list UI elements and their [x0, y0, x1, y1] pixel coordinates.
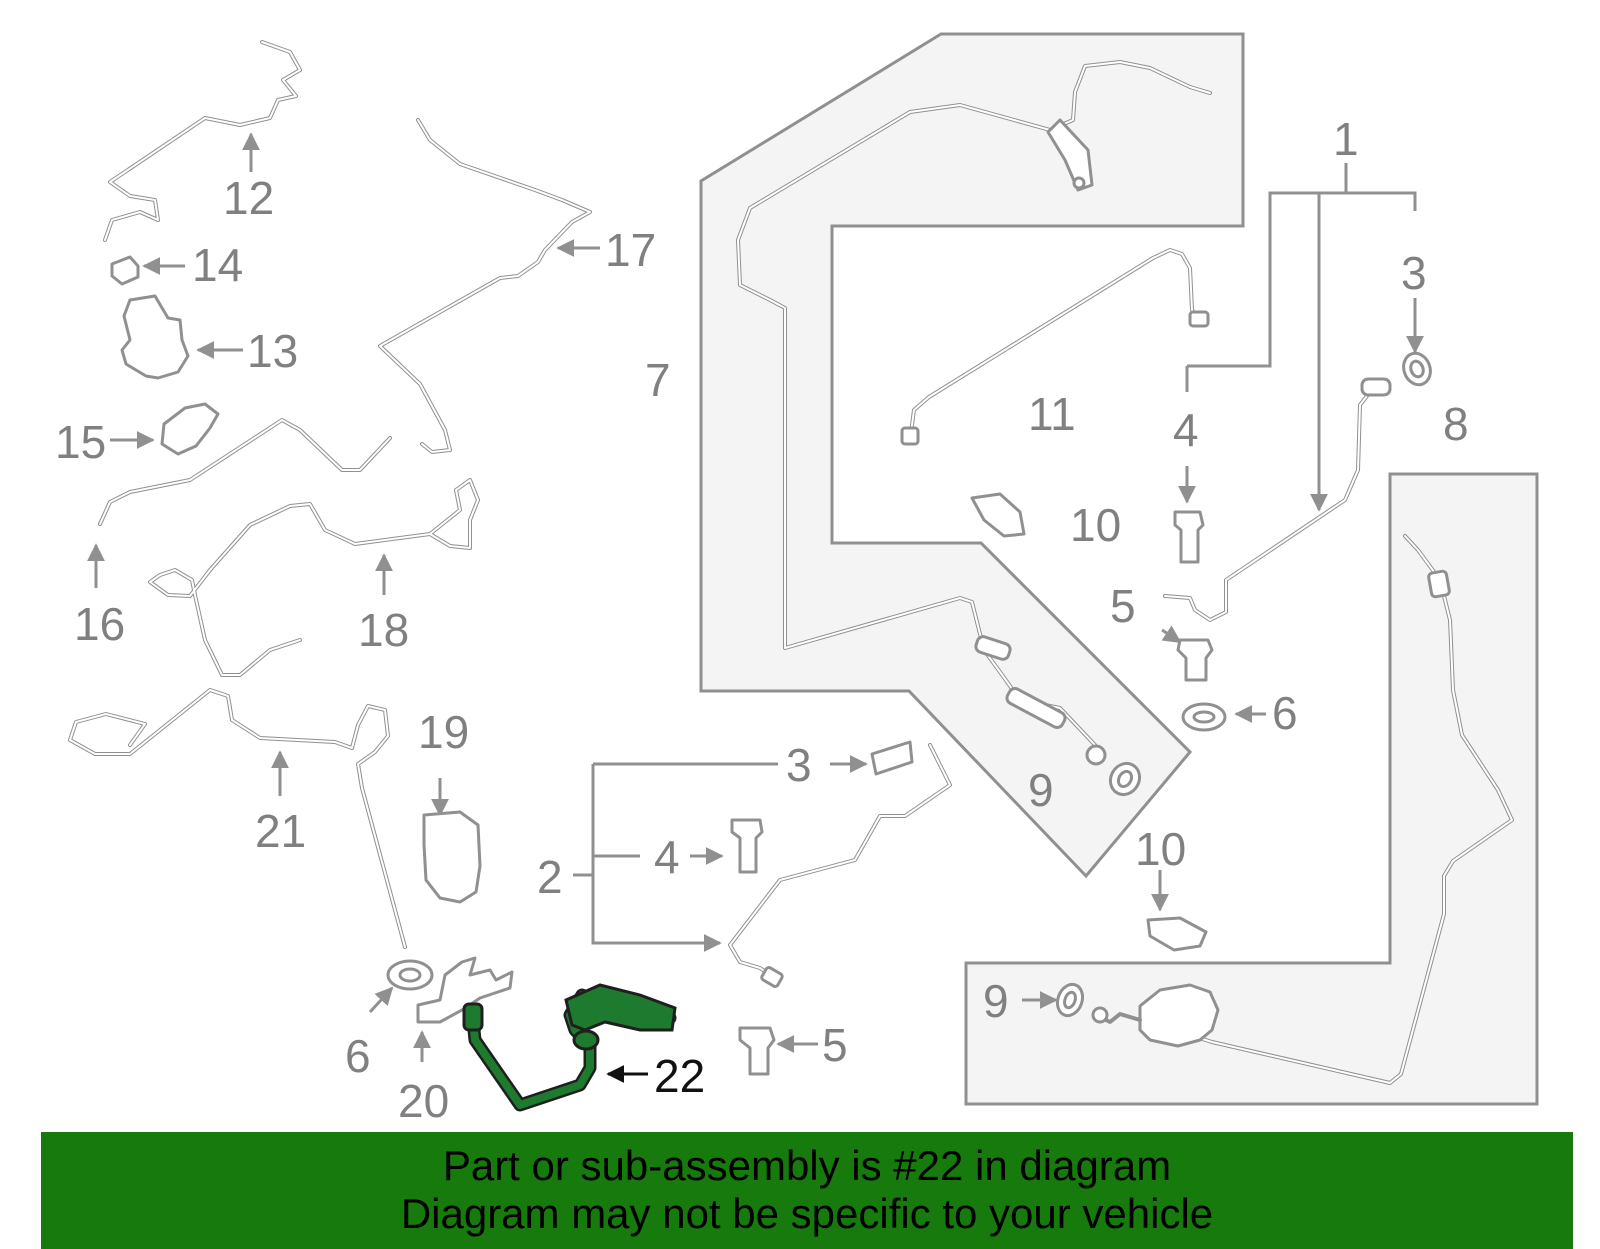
callout-4-upper: 4 — [1173, 404, 1199, 456]
part-4-upper — [1173, 466, 1205, 564]
callout-8: 8 — [1443, 398, 1469, 450]
group-box-7 — [699, 32, 1245, 879]
callout-6-lower: 6 — [345, 1030, 371, 1082]
part-19 — [422, 778, 482, 904]
part-3-upper — [1402, 298, 1432, 387]
part-12-hose — [103, 40, 302, 242]
info-banner: Part or sub-assembly is #22 in diagram D… — [41, 1132, 1573, 1249]
part-9-lower — [1022, 982, 1085, 1018]
part-21-pipe — [68, 688, 407, 949]
part-14 — [110, 255, 185, 286]
part-15 — [110, 402, 220, 456]
part-18-hose — [148, 478, 480, 677]
part-11-pipe — [900, 248, 1210, 446]
part-3-lower — [830, 740, 914, 776]
part-17-pipe — [378, 118, 600, 454]
part-5-lower — [738, 1026, 818, 1076]
callout-12: 12 — [223, 172, 274, 224]
callout-7: 7 — [645, 354, 671, 406]
part-1-assembly — [1163, 163, 1417, 622]
part-8-pipe — [1091, 534, 1514, 1085]
callout-18: 18 — [358, 604, 409, 656]
callout-9-lower: 9 — [983, 975, 1009, 1027]
part-7-pipe — [736, 60, 1212, 766]
callout-3-upper: 3 — [1401, 247, 1427, 299]
callout-13: 13 — [247, 325, 298, 377]
callout-1: 1 — [1333, 113, 1359, 165]
part-16-pipe — [87, 418, 392, 588]
part-6-upper — [1181, 702, 1266, 732]
callout-3-lower: 3 — [786, 739, 812, 791]
callout-16: 16 — [74, 598, 125, 650]
callout-9-upper: 9 — [1028, 764, 1054, 816]
callout-5-upper: 5 — [1110, 580, 1136, 632]
callout-21: 21 — [255, 805, 306, 857]
part-2-assembly — [573, 743, 952, 988]
banner-line-1: Part or sub-assembly is #22 in diagram — [442, 1142, 1172, 1189]
callout-20: 20 — [398, 1075, 449, 1127]
part-6-lower — [368, 959, 434, 1014]
callout-14: 14 — [192, 239, 243, 291]
callout-10-upper: 10 — [1070, 499, 1121, 551]
part-13 — [120, 294, 243, 380]
callout-5-lower: 5 — [822, 1019, 848, 1071]
part-9-upper — [1108, 761, 1142, 797]
part-20 — [413, 956, 514, 1062]
callout-15: 15 — [55, 416, 106, 468]
part-4-lower — [690, 818, 764, 874]
callout-2: 2 — [537, 851, 563, 903]
callout-6-upper: 6 — [1272, 687, 1298, 739]
callout-19: 19 — [418, 706, 469, 758]
part-22-hose-highlighted[interactable] — [462, 983, 677, 1112]
callout-22: 22 — [654, 1050, 705, 1102]
callout-17: 17 — [605, 224, 656, 276]
callout-11: 11 — [1028, 388, 1076, 440]
callout-10-lower: 10 — [1135, 823, 1186, 875]
part-10-lower — [1146, 870, 1208, 952]
callout-4-lower: 4 — [654, 831, 680, 883]
part-10-upper — [970, 492, 1026, 538]
part-5-upper — [1161, 625, 1214, 682]
group-box-8 — [964, 472, 1539, 1106]
banner-line-2: Diagram may not be specific to your vehi… — [400, 1190, 1214, 1237]
